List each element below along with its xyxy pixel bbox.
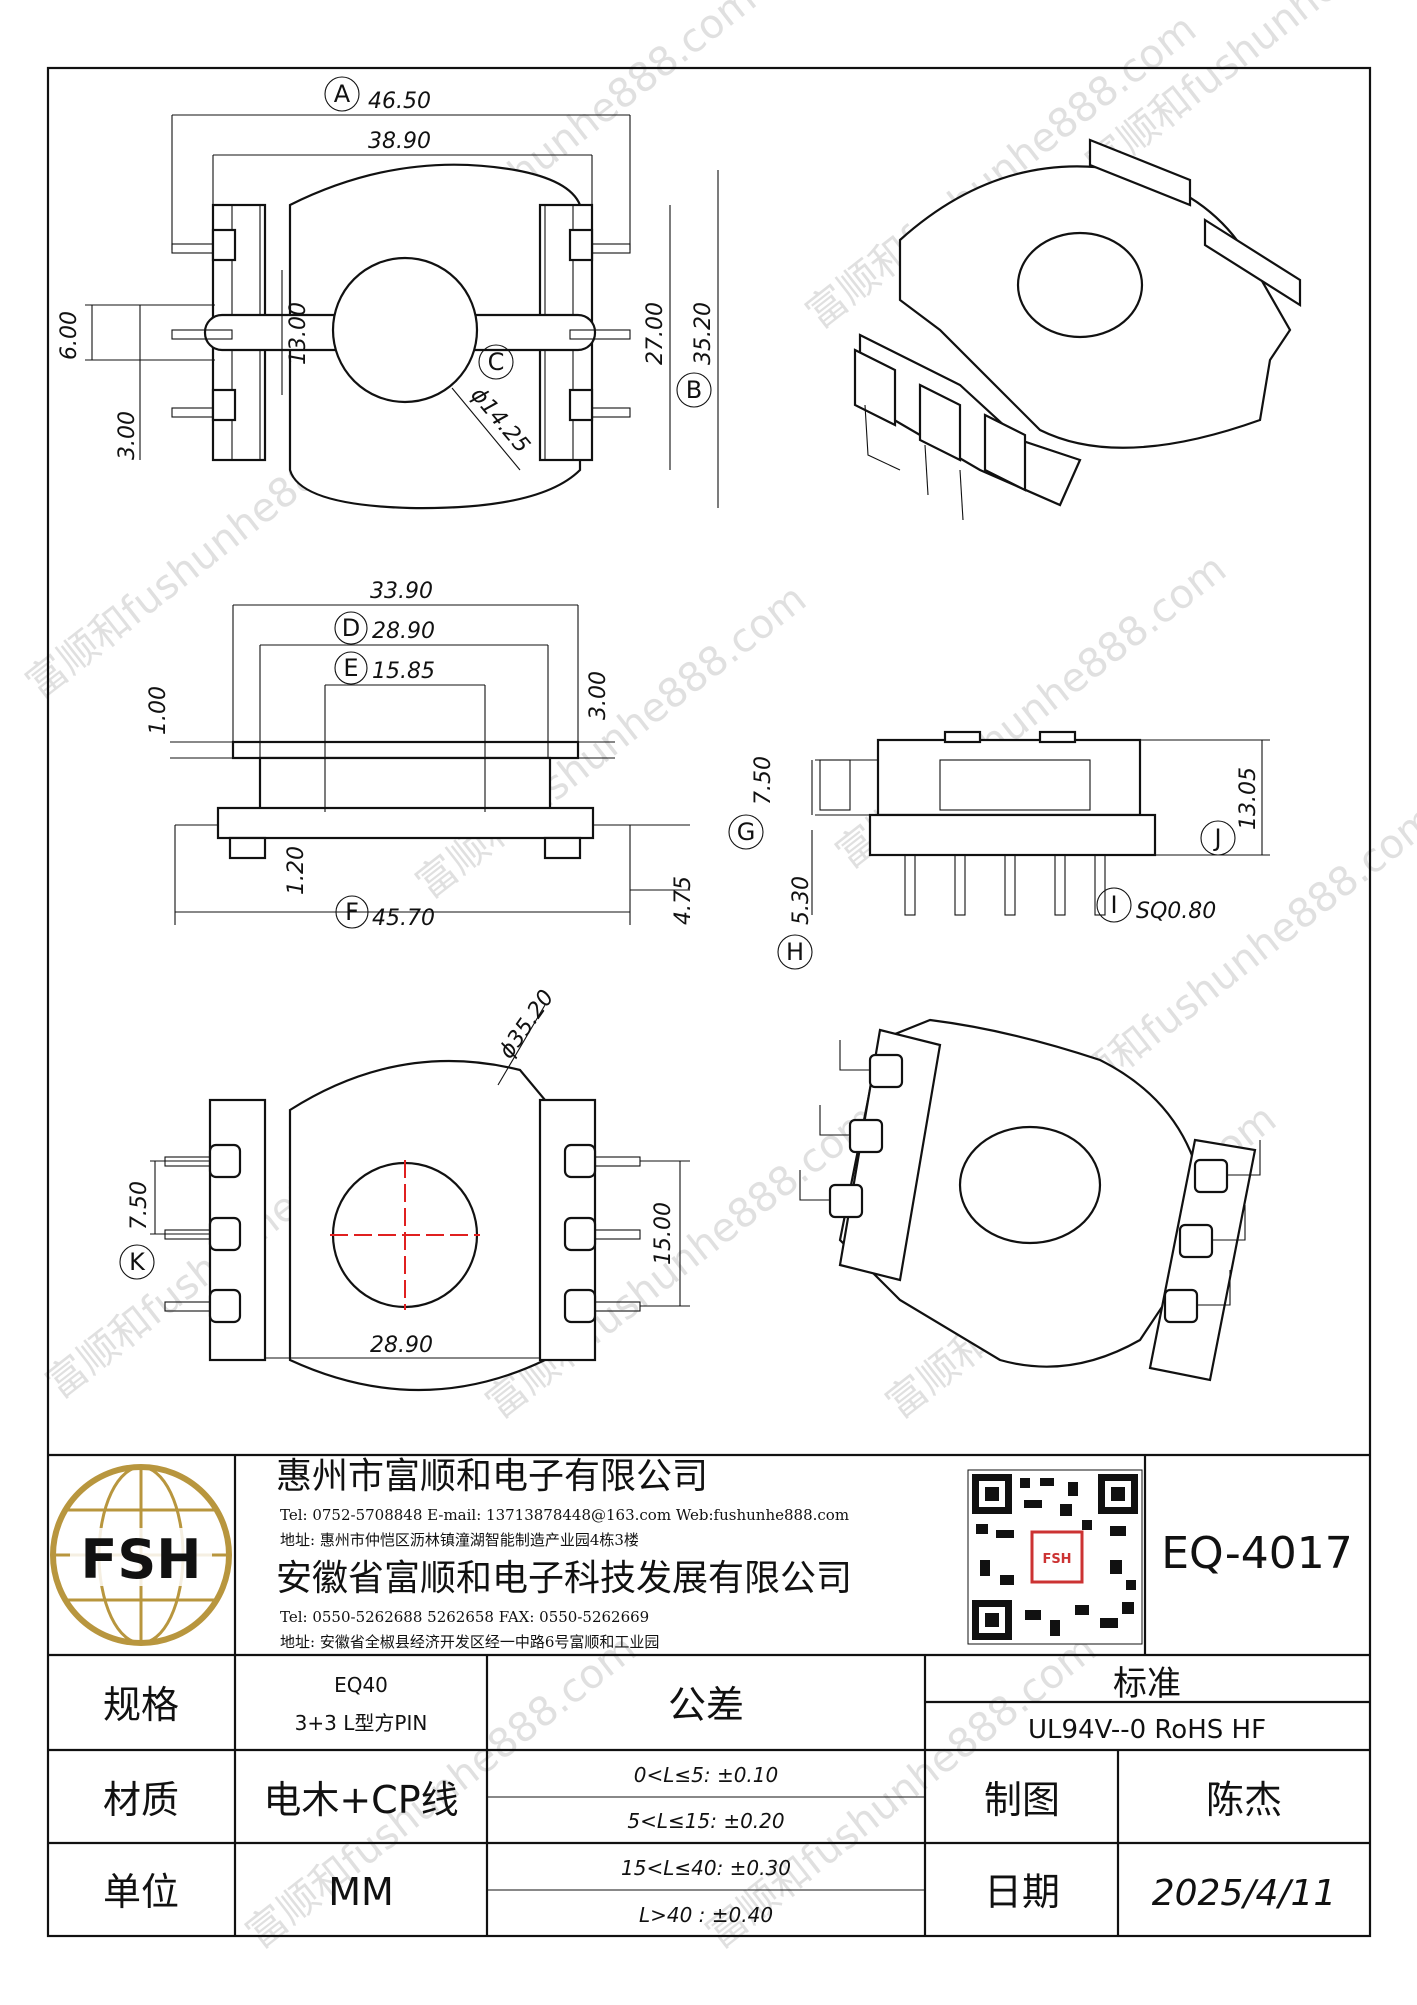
material-value: 电木+CP线 — [263, 1778, 458, 1822]
company-2-address: 地址: 安徽省全椒县经济开发区经一中路6号富顺和工业园 — [280, 1633, 659, 1651]
unit-value: MM — [328, 1870, 394, 1914]
company-1-address: 地址: 惠州市仲恺区沥林镇潼湖智能制造产业园4栋3楼 — [280, 1531, 639, 1549]
part-number: EQ-4017 — [1161, 1528, 1353, 1579]
dim-a-value: 46.50 — [368, 89, 431, 114]
dim-j-value: 13.05 — [1236, 767, 1261, 830]
side-view-bottom-plate — [216, 806, 595, 840]
tolerance-4: L>40 : ±0.40 — [639, 1903, 773, 1927]
spec-label: 规格 — [103, 1683, 179, 1727]
dim-i-value: SQ0.80 — [1136, 899, 1216, 924]
dim-27-00: 27.00 — [643, 302, 668, 365]
tolerance-1: 0<L≤5: ±0.10 — [634, 1763, 779, 1787]
dim-tag-e: E — [343, 654, 358, 682]
iso-view-bottom — [799, 1018, 1261, 1382]
tolerance-2: 5<L≤15: ±0.20 — [627, 1809, 784, 1833]
dim-tag-f: F — [345, 898, 359, 926]
standard-value: UL94V--0 RoHS HF — [1028, 1715, 1266, 1745]
dim-33-90: 33.90 — [370, 579, 433, 604]
tolerance-3: 15<L≤40: ±0.30 — [621, 1856, 791, 1880]
top-view-right-pins — [568, 228, 631, 422]
iso-top-hole — [1016, 231, 1144, 339]
dim-k-value: 7.50 — [127, 1181, 152, 1230]
right-view-base — [868, 813, 1157, 857]
dim-tag-j: J — [1212, 824, 1221, 852]
dim-tag-g: G — [737, 818, 756, 846]
date-value: 2025/4/11 — [1152, 1873, 1337, 1914]
spec-value-1: EQ40 — [334, 1673, 388, 1697]
dim-tag-k: K — [129, 1248, 146, 1276]
dim-f-value: 45.70 — [372, 906, 435, 931]
right-view-body — [876, 738, 1142, 817]
qr-code: FSH — [967, 1469, 1143, 1645]
iso-top-pins — [853, 348, 1027, 521]
dim-tag-a: A — [334, 80, 351, 108]
iso-view-top — [853, 138, 1302, 521]
title-block: FSH 惠州市富顺和电子有限公司 Tel: 0752-5708848 E-mai… — [48, 1453, 1370, 1936]
iso-bottom-hole — [958, 1125, 1102, 1245]
iso-bottom-pins — [799, 1040, 1261, 1324]
dim-3-00: 3.00 — [115, 411, 140, 460]
dim-tag-d: D — [342, 614, 360, 642]
fsh-logo: FSH — [50, 1464, 232, 1646]
dim-side-3-00: 3.00 — [586, 671, 611, 720]
company-1-contact: Tel: 0752-5708848 E-mail: 13713878448@16… — [280, 1506, 849, 1524]
dim-bottom-28-90: 28.90 — [370, 1333, 433, 1358]
dim-tag-i: I — [1110, 891, 1117, 919]
right-view-core — [939, 759, 1091, 811]
spec-value-2: 3+3 L型方PIN — [295, 1711, 428, 1735]
iso-top-tab-left — [1088, 138, 1192, 207]
top-view-left-pins — [171, 228, 237, 422]
dim-1-00: 1.00 — [146, 686, 171, 735]
side-view-core — [258, 756, 552, 815]
top-view-center-hole — [331, 256, 479, 404]
side-view-right-pin — [593, 824, 631, 890]
company-2-name: 安徽省富顺和电子科技发展有限公司 — [276, 1558, 852, 1599]
dim-bottom-diameter: ϕ35.20 — [494, 986, 559, 1064]
dim-tag-c: C — [488, 348, 505, 376]
dim-35-20: 35.20 — [691, 302, 716, 365]
bottom-view-right-pins — [563, 1143, 641, 1324]
date-label: 日期 — [984, 1870, 1060, 1914]
standard-label: 标准 — [1113, 1664, 1181, 1704]
dim-h-value: 5.30 — [789, 876, 814, 925]
dim-13-00: 13.00 — [286, 302, 311, 365]
top-view: A 46.50 38.90 6.00 13.00 3.00 27.00 35.2… — [57, 76, 719, 510]
right-view-pins — [904, 854, 1106, 916]
company-2-contact: Tel: 0550-5262688 5262658 FAX: 0550-5262… — [280, 1608, 649, 1626]
right-side-view: 7.50 G 5.30 H I SQ0.80 13.05 J — [728, 730, 1270, 970]
tolerance-label: 公差 — [668, 1683, 744, 1727]
dim-6-00: 6.00 — [57, 311, 82, 360]
dim-d-value: 28.90 — [372, 619, 435, 644]
company-1-name: 惠州市富顺和电子有限公司 — [276, 1456, 708, 1497]
side-view-left-pin — [174, 824, 218, 890]
dim-15-00: 15.00 — [651, 1202, 676, 1265]
drawn-value: 陈杰 — [1206, 1778, 1282, 1822]
dim-e-value: 15.85 — [372, 659, 435, 684]
side-view: 33.90 D 28.90 E 15.85 1.00 3.00 1.20 4.7… — [146, 579, 696, 931]
qr-center-label: FSH — [1042, 1552, 1071, 1567]
iso-top-tab-right — [1203, 218, 1302, 307]
dim-tag-h: H — [786, 938, 804, 966]
dim-1-20: 1.20 — [284, 846, 309, 895]
unit-label: 单位 — [103, 1870, 179, 1914]
dim-tag-circle — [324, 76, 360, 112]
side-view-top-plate — [231, 740, 580, 760]
dim-4-75: 4.75 — [671, 876, 696, 925]
material-label: 材质 — [103, 1778, 179, 1822]
drawn-label: 制图 — [984, 1778, 1060, 1822]
sheet-border — [46, 66, 1372, 1938]
dim-tag-b: B — [686, 376, 702, 404]
dim-38-90: 38.90 — [368, 129, 431, 154]
logo-text: FSH — [81, 1528, 202, 1591]
dim-g-value: 7.50 — [751, 756, 776, 805]
